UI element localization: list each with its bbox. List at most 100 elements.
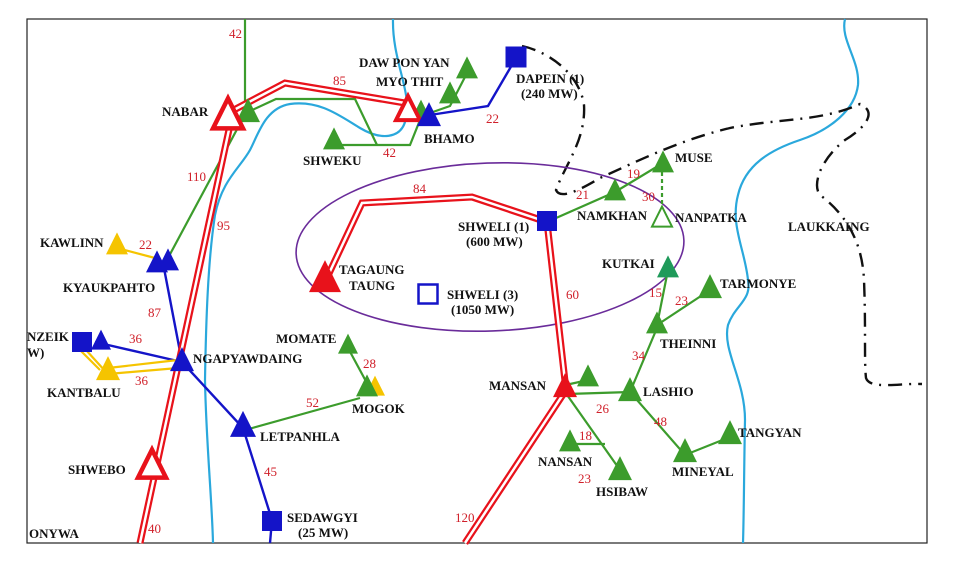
substation-tangyan-icon xyxy=(718,420,742,445)
label-kawlinn: KAWLINN xyxy=(40,235,104,250)
dist-label: 28 xyxy=(363,356,376,371)
substation-myo-thit-icon xyxy=(439,81,461,104)
substation-daw-pon-yan-icon xyxy=(456,56,478,79)
substation-kantbalu-icon xyxy=(96,356,120,381)
dist-label: 21 xyxy=(576,187,589,202)
label-letpanhla: LETPANHLA xyxy=(260,429,341,444)
label-laukkaing: LAUKKAING xyxy=(788,219,870,234)
power-plant-shweli-1-icon xyxy=(537,211,557,231)
label-myo-thit: MYO THIT xyxy=(376,74,444,89)
substation-muse-icon xyxy=(652,150,674,173)
dist-label: 26 xyxy=(596,401,610,416)
label-mogok: MOGOK xyxy=(352,401,406,416)
label-theinni: THEINNI xyxy=(660,336,716,351)
substation-shwebo-icon xyxy=(134,444,170,480)
label-hsibaw: HSIBAW xyxy=(596,484,648,499)
label-tagaung: TAGAUNG xyxy=(339,262,404,277)
dist-label: 60 xyxy=(566,287,579,302)
substation-kutkai-icon xyxy=(657,255,679,278)
substation-hsibaw-icon xyxy=(608,456,632,481)
dist-label: 52 xyxy=(306,395,319,410)
substation-nanzeik-icon xyxy=(91,329,111,350)
dist-label: 36 xyxy=(135,373,149,388)
label-taung: TAUNG xyxy=(349,278,395,293)
distance-labels: 42 85 22 42 110 95 84 21 19 30 22 60 15 … xyxy=(129,26,688,536)
substation-tarmonye-icon xyxy=(698,274,722,299)
dist-label: 15 xyxy=(649,285,662,300)
label-shweku: SHWEKU xyxy=(303,153,362,168)
substation-mogok-icon xyxy=(356,374,378,397)
substation-momate-icon xyxy=(338,333,358,354)
dist-label: 34 xyxy=(632,348,646,363)
dist-label: 23 xyxy=(675,293,688,308)
substation-shweku-icon xyxy=(323,127,345,150)
substation-letpanhla-icon xyxy=(230,410,256,437)
label-daw-pon-yan: DAW PON YAN xyxy=(359,55,450,70)
label-tangyan: TANGYAN xyxy=(738,425,802,440)
substation-kyaukpahto-2-icon xyxy=(157,248,179,271)
substation-kawlinn-icon xyxy=(106,232,128,255)
power-plant-sedawgyi-icon xyxy=(262,511,282,531)
substation-nabar-icon xyxy=(209,93,247,131)
label-namkhan: NAMKHAN xyxy=(577,208,648,223)
substation-mansan-icon xyxy=(553,373,577,398)
dist-label: 87 xyxy=(148,305,162,320)
dist-label: 23 xyxy=(578,471,591,486)
dist-label: 95 xyxy=(217,218,230,233)
shweli-region-ellipse xyxy=(295,161,685,333)
substation-bhamo-icon xyxy=(392,91,424,123)
label-muse: MUSE xyxy=(675,150,713,165)
label-shweli-1-mw: (600 MW) xyxy=(466,234,523,249)
label-dapein-mw: (240 MW) xyxy=(521,86,578,101)
label-shweli-3-mw: (1050 MW) xyxy=(451,302,514,317)
dist-label: 85 xyxy=(333,73,346,88)
dist-label: 30 xyxy=(642,189,655,204)
label-kantbalu: KANTBALU xyxy=(47,385,121,400)
label-mineyal: MINEYAL xyxy=(672,464,734,479)
river-shweli xyxy=(725,18,860,544)
substation-mineyal-icon xyxy=(673,438,697,463)
label-nanzeik-mw: W) xyxy=(27,345,44,360)
substation-theinni-icon xyxy=(646,311,668,334)
map-frame xyxy=(26,18,928,544)
substation-bhamo-blue-icon xyxy=(417,102,441,127)
label-tarmonye: TARMONYE xyxy=(720,276,796,291)
dist-label: 40 xyxy=(148,521,161,536)
label-mansan: MANSAN xyxy=(489,378,547,393)
label-dapein: DAPEIN (1) xyxy=(516,71,584,86)
substation-mansan-green-icon xyxy=(577,364,599,387)
dist-label: 22 xyxy=(139,237,152,252)
dist-label: 42 xyxy=(383,145,396,160)
label-momate: MOMATE xyxy=(276,331,336,346)
substation-lashio-icon xyxy=(618,377,642,402)
label-monywa: ONYWA xyxy=(29,526,79,541)
dist-label: 48 xyxy=(654,414,667,429)
substation-ngapyawdaing-icon xyxy=(170,347,194,372)
dist-label: 36 xyxy=(129,331,143,346)
dist-label: 19 xyxy=(627,166,640,181)
dist-label: 110 xyxy=(187,169,206,184)
substation-nabar-green-icon xyxy=(236,98,260,123)
label-sedawgyi: SEDAWGYI xyxy=(287,510,358,525)
substation-nanpatka-icon xyxy=(650,204,674,228)
label-shweli-3: SHWELI (3) xyxy=(447,287,518,302)
label-shweli-1: SHWELI (1) xyxy=(458,219,529,234)
label-lashio: LASHIO xyxy=(643,384,694,399)
dist-label: 18 xyxy=(579,428,592,443)
power-plant-nanzeik-icon xyxy=(72,332,92,352)
dist-label: 45 xyxy=(264,464,277,479)
substation-nansan-icon xyxy=(559,429,581,452)
label-kutkai: KUTKAI xyxy=(602,256,655,271)
label-kyaukpahto: KYAUKPAHTO xyxy=(63,280,155,295)
substations xyxy=(72,46,742,531)
power-plant-dapein-icon xyxy=(505,46,527,68)
dist-label: 22 xyxy=(486,111,499,126)
label-nanpatka: NANPATKA xyxy=(675,210,747,225)
label-sedawgyi-mw: (25 MW) xyxy=(298,525,348,540)
label-ngapyawdaing: NGAPYAWDAING xyxy=(193,351,302,366)
international-border xyxy=(521,44,923,387)
label-shwebo: SHWEBO xyxy=(68,462,126,477)
substation-namkhan-icon xyxy=(604,178,626,201)
place-labels: NABAR DAW PON YAN MYO THIT BHAMO SHWEKU … xyxy=(27,55,870,541)
dist-label: 120 xyxy=(455,510,475,525)
